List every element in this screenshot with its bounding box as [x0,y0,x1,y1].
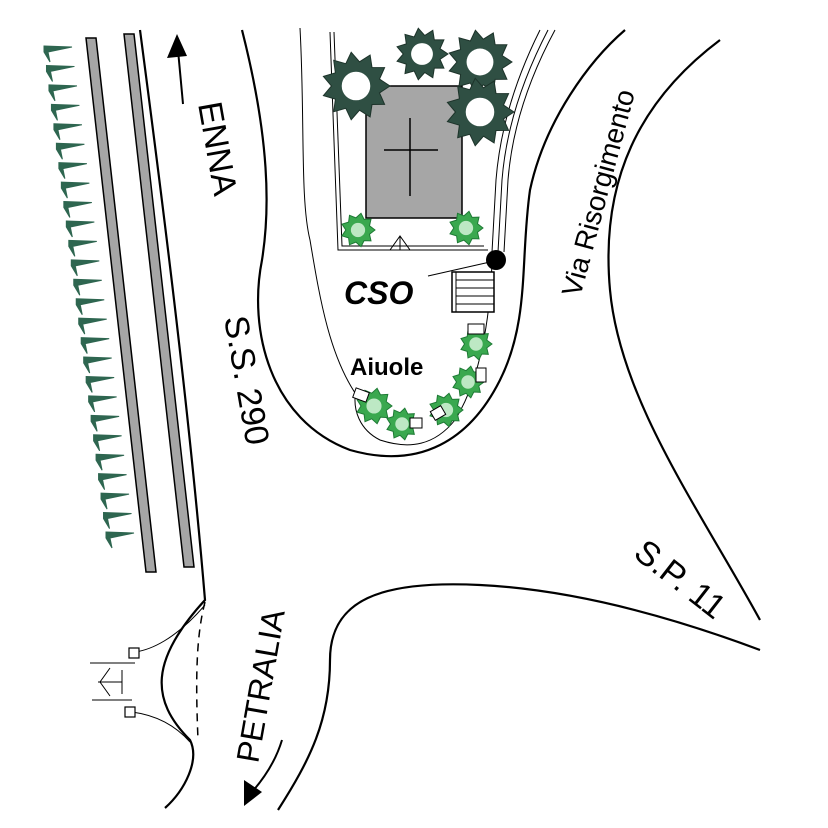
label-ss290: S.S. 290 [216,313,276,448]
fence-spike [105,531,135,549]
label-enna: ENNA [190,99,244,199]
guard-rails [85,33,195,573]
label-aiuole: Aiuole [350,354,423,381]
fence-spike [83,356,112,374]
fence-spike [50,103,80,121]
shrub-icon [386,407,419,441]
tree-icon [446,77,515,147]
trees [322,27,515,147]
fence-spike [45,64,75,82]
fence-spikes [43,45,135,549]
fence-spike [88,395,117,413]
arrow-down-icon [244,739,283,806]
fence-spike [80,337,110,354]
shrub-icon [341,212,376,248]
label-via-risorgimento: Via Risorgimento [556,86,641,299]
fence-spike [98,473,127,490]
fence-spike [73,278,102,296]
fence-spike [100,492,130,510]
fence-spike [48,84,78,102]
tree-icon [396,27,449,81]
steps [451,271,495,313]
fence-spike [95,453,125,471]
fence-spike [68,239,97,257]
station-marker-icon [427,250,506,277]
fence-spike [53,123,83,141]
fence-spike [103,512,132,529]
side-junction [90,601,206,743]
fence-spike [60,181,90,199]
fence-spike [85,375,115,393]
fence-spike [90,414,120,432]
fence-spike [58,162,87,179]
fence-spike [43,45,73,63]
tree-icon [322,51,391,121]
fence-spike [93,434,122,452]
road-edges [138,29,761,811]
planters [352,323,487,429]
fence-spike [63,201,92,218]
fence-spike [65,220,95,238]
tree-icon [448,29,513,95]
fence-spike [75,298,105,315]
cross-icon [384,118,438,196]
arrow-up-icon [167,34,187,105]
label-cso: CSO [344,275,413,311]
shrub-icon [449,210,484,246]
fence-spike [55,142,85,160]
church-building [365,85,463,251]
fence-spike [70,259,100,277]
fence-spike [78,317,107,335]
